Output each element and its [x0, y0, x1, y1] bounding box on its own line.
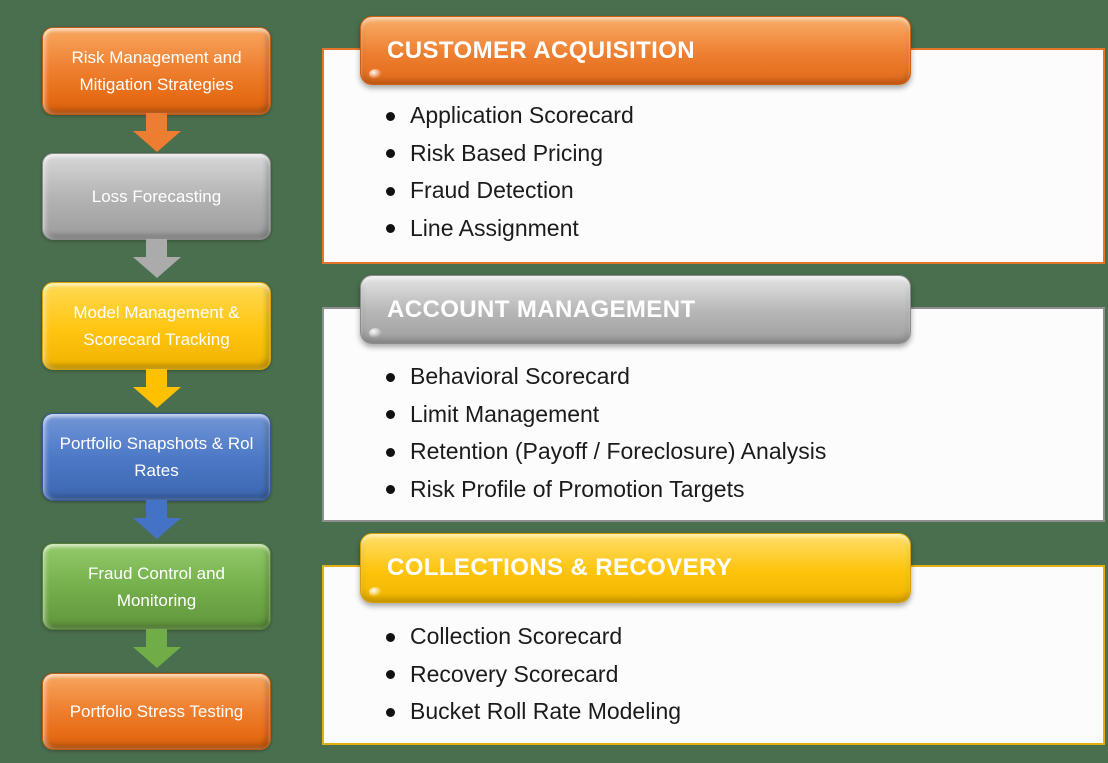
list-item-label: Behavioral Scorecard	[410, 363, 630, 389]
list-item: Retention (Payoff / Foreclosure) Analysi…	[324, 433, 1103, 471]
list-item-label: Recovery Scorecard	[410, 660, 619, 687]
list-item: Behavioral Scorecard	[324, 358, 1103, 396]
flow-step-label: Fraud Control and Monitoring	[87, 563, 226, 610]
list-item: Risk Profile of Promotion Targets	[324, 471, 1103, 509]
list-item: Fraud Detection	[324, 172, 1103, 210]
arrow-head	[132, 387, 181, 408]
flow-step-risk-management: Risk Management and Mitigation Strategie…	[42, 27, 271, 115]
section-title: CUSTOMER ACQUISITION	[387, 36, 696, 64]
arrow-head	[132, 257, 181, 278]
list-item-label: Line Assignment	[410, 214, 579, 241]
arrow-stem	[146, 239, 167, 257]
section-title: COLLECTIONS & RECOVERY	[387, 554, 733, 581]
section-header-account-management: ACCOUNT MANAGEMENT	[360, 275, 911, 344]
down-arrow-icon	[132, 369, 181, 409]
bullet-list: Application Scorecard Risk Based Pricing…	[324, 50, 1103, 247]
list-item-label: Limit Management	[410, 400, 600, 427]
section-title: ACCOUNT MANAGEMENT	[387, 295, 696, 323]
arrow-head	[132, 647, 181, 668]
flow-step-portfolio-stress-testing: Portfolio Stress Testing	[42, 673, 271, 750]
list-item: Limit Management	[324, 396, 1103, 434]
down-arrow-icon	[132, 113, 181, 153]
flow-step-label: Portfolio Snapshots & Rol Rates	[59, 434, 254, 480]
section-header-customer-acquisition: CUSTOMER ACQUISITION	[360, 16, 911, 85]
arrow-stem	[146, 629, 167, 647]
list-item-label: Application Scorecard	[410, 102, 634, 128]
arrow-head	[132, 131, 181, 152]
flow-step-label: Portfolio Stress Testing	[69, 702, 244, 721]
flow-step-loss-forecasting: Loss Forecasting	[42, 153, 271, 240]
list-item-label: Retention (Payoff / Foreclosure) Analysi…	[410, 438, 827, 464]
flow-step-label: Risk Management and Mitigation Strategie…	[71, 48, 242, 94]
arrow-stem	[146, 500, 167, 518]
flow-step-label: Model Management & Scorecard Tracking	[73, 303, 240, 349]
list-item-label: Bucket Roll Rate Modeling	[410, 698, 682, 724]
flow-step-fraud-control: Fraud Control and Monitoring	[42, 543, 271, 630]
bullet-list: Behavioral Scorecard Limit Management Re…	[324, 309, 1103, 508]
list-item-label: Risk Based Pricing	[410, 139, 604, 166]
arrow-head	[132, 518, 181, 539]
list-item: Application Scorecard	[324, 97, 1103, 135]
bullet-list: Collection Scorecard Recovery Scorecard …	[324, 567, 1103, 731]
list-item-label: Collection Scorecard	[410, 623, 623, 649]
flow-step-model-management: Model Management & Scorecard Tracking	[42, 282, 271, 370]
down-arrow-icon	[132, 239, 181, 279]
section-header-collections-recovery: COLLECTIONS & RECOVERY	[360, 533, 911, 603]
list-item: Collection Scorecard	[324, 618, 1103, 656]
down-arrow-icon	[132, 629, 181, 669]
list-item-label: Fraud Detection	[410, 177, 574, 203]
list-item-label: Risk Profile of Promotion Targets	[410, 475, 745, 502]
list-item: Recovery Scorecard	[324, 656, 1103, 694]
arrow-stem	[146, 113, 167, 131]
list-item: Risk Based Pricing	[324, 135, 1103, 173]
list-item: Bucket Roll Rate Modeling	[324, 693, 1103, 731]
flow-step-portfolio-snapshots: Portfolio Snapshots & Rol Rates	[42, 413, 271, 501]
flow-step-label: Loss Forecasting	[91, 187, 222, 206]
list-item: Line Assignment	[324, 210, 1103, 248]
down-arrow-icon	[132, 500, 181, 540]
arrow-stem	[146, 369, 167, 387]
